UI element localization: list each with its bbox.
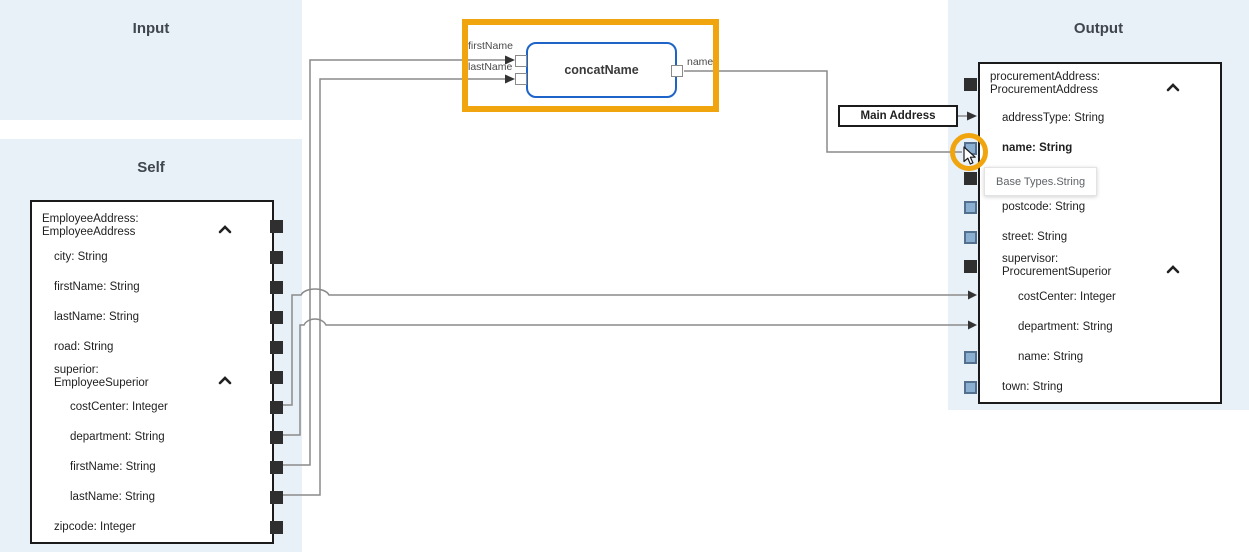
tree-row-name[interactable]: name: String xyxy=(964,133,1220,163)
mouse-pointer-icon xyxy=(963,146,976,165)
tree-row-label: supervisor: ProcurementSuperior xyxy=(1002,253,1112,278)
tree-row-label: firstName: String xyxy=(54,280,140,293)
tree-row-label: lastName: String xyxy=(70,490,156,503)
tree-row-out-department[interactable]: department: String xyxy=(980,312,1220,342)
tree-row-label: department: String xyxy=(70,430,165,443)
tree-row-street[interactable]: street: String xyxy=(964,222,1220,252)
function-input-port[interactable] xyxy=(515,73,527,85)
mapping-port[interactable] xyxy=(270,490,283,504)
mapping-port[interactable] xyxy=(270,250,283,264)
mapping-port[interactable] xyxy=(964,77,977,91)
tree-row-lastname[interactable]: lastName: String xyxy=(32,302,283,332)
type-tooltip: Base Types.String xyxy=(984,167,1098,196)
mapping-port[interactable] xyxy=(270,370,283,384)
mapping-port[interactable] xyxy=(270,340,283,354)
tree-row-label: city: String xyxy=(54,250,108,263)
tree-row-superior-firstname[interactable]: firstName: String xyxy=(32,452,283,482)
mapping-port[interactable] xyxy=(270,280,283,294)
tree-row-department[interactable]: department: String xyxy=(32,422,283,452)
tree-row-superior[interactable]: superior: EmployeeSuperior xyxy=(32,355,283,399)
tree-row-procurementaddress[interactable]: procurementAddress: ProcurementAddress xyxy=(964,64,1220,104)
tree-row-label: firstName: String xyxy=(70,460,156,473)
tree-row-label: costCenter: Integer xyxy=(70,400,168,413)
mapping-port[interactable] xyxy=(270,430,283,444)
concat-function-box[interactable]: concatName xyxy=(526,42,677,98)
tree-row-postcode[interactable]: postcode: String xyxy=(964,192,1220,222)
tree-row-hidden[interactable] xyxy=(964,163,1220,193)
input-panel-title: Input xyxy=(132,20,170,37)
collapse-chevron-icon[interactable] xyxy=(1166,79,1180,92)
mapping-port[interactable] xyxy=(964,200,977,214)
tree-row-superior-lastname[interactable]: lastName: String xyxy=(32,482,283,512)
collapse-chevron-icon[interactable] xyxy=(218,221,232,234)
mapping-port[interactable] xyxy=(964,171,977,185)
mapping-port[interactable] xyxy=(964,230,977,244)
tree-row-out-name[interactable]: name: String xyxy=(964,342,1220,372)
mapping-port[interactable] xyxy=(964,350,977,364)
mapping-port[interactable] xyxy=(964,380,977,394)
tree-row-zipcode[interactable]: zipcode: Integer xyxy=(32,512,283,542)
tree-row-city[interactable]: city: String xyxy=(32,242,283,272)
tree-row-label: road: String xyxy=(54,340,114,353)
mapping-port[interactable] xyxy=(270,460,283,474)
tree-row-label: costCenter: Integer xyxy=(1018,290,1116,303)
input-panel: Input xyxy=(0,0,302,120)
tree-row-label: town: String xyxy=(1002,380,1063,393)
constant-value-box[interactable]: Main Address xyxy=(838,105,958,127)
function-input-port[interactable] xyxy=(515,55,527,67)
tree-row-label: postcode: String xyxy=(1002,200,1086,213)
collapse-chevron-icon[interactable] xyxy=(1166,261,1180,274)
tree-row-addresstype[interactable]: addressType: String xyxy=(980,103,1220,133)
tree-row-label: EmployeeAddress: EmployeeAddress xyxy=(42,213,139,238)
tree-row-label: procurementAddress: ProcurementAddress xyxy=(990,71,1100,96)
tree-row-label: lastName: String xyxy=(54,310,140,323)
tree-row-label: superior: EmployeeSuperior xyxy=(54,364,149,389)
function-output-label: name xyxy=(687,56,714,68)
output-tree: procurementAddress: ProcurementAddress a… xyxy=(964,62,1222,404)
tree-row-label: zipcode: Integer xyxy=(54,520,136,533)
function-input-label: firstName xyxy=(468,40,513,52)
mapping-port[interactable] xyxy=(270,400,283,414)
mapping-port[interactable] xyxy=(270,310,283,324)
self-panel-title: Self xyxy=(137,159,165,176)
tree-row-out-costcenter[interactable]: costCenter: Integer xyxy=(980,282,1220,312)
mapping-port[interactable] xyxy=(270,520,283,534)
tree-row-label: department: String xyxy=(1018,320,1113,333)
mapping-port[interactable] xyxy=(270,219,283,233)
tree-row-town[interactable]: town: String xyxy=(964,372,1220,402)
tree-row-firstname[interactable]: firstName: String xyxy=(32,272,283,302)
self-tree: EmployeeAddress: EmployeeAddress city: S… xyxy=(30,200,283,544)
output-panel-title: Output xyxy=(1073,20,1124,37)
function-input-label: lastName xyxy=(468,61,513,73)
mapping-port[interactable] xyxy=(964,259,977,273)
tree-row-label: addressType: String xyxy=(1002,111,1105,124)
tree-row-label: name: String xyxy=(1002,141,1073,154)
tree-row-label: name: String xyxy=(1018,350,1084,363)
function-label: concatName xyxy=(564,63,639,77)
tree-row-costcenter[interactable]: costCenter: Integer xyxy=(32,392,283,422)
function-output-port[interactable] xyxy=(671,65,683,77)
tree-row-supervisor[interactable]: supervisor: ProcurementSuperior xyxy=(964,244,1220,288)
tree-row-label: street: String xyxy=(1002,230,1068,243)
collapse-chevron-icon[interactable] xyxy=(218,372,232,385)
